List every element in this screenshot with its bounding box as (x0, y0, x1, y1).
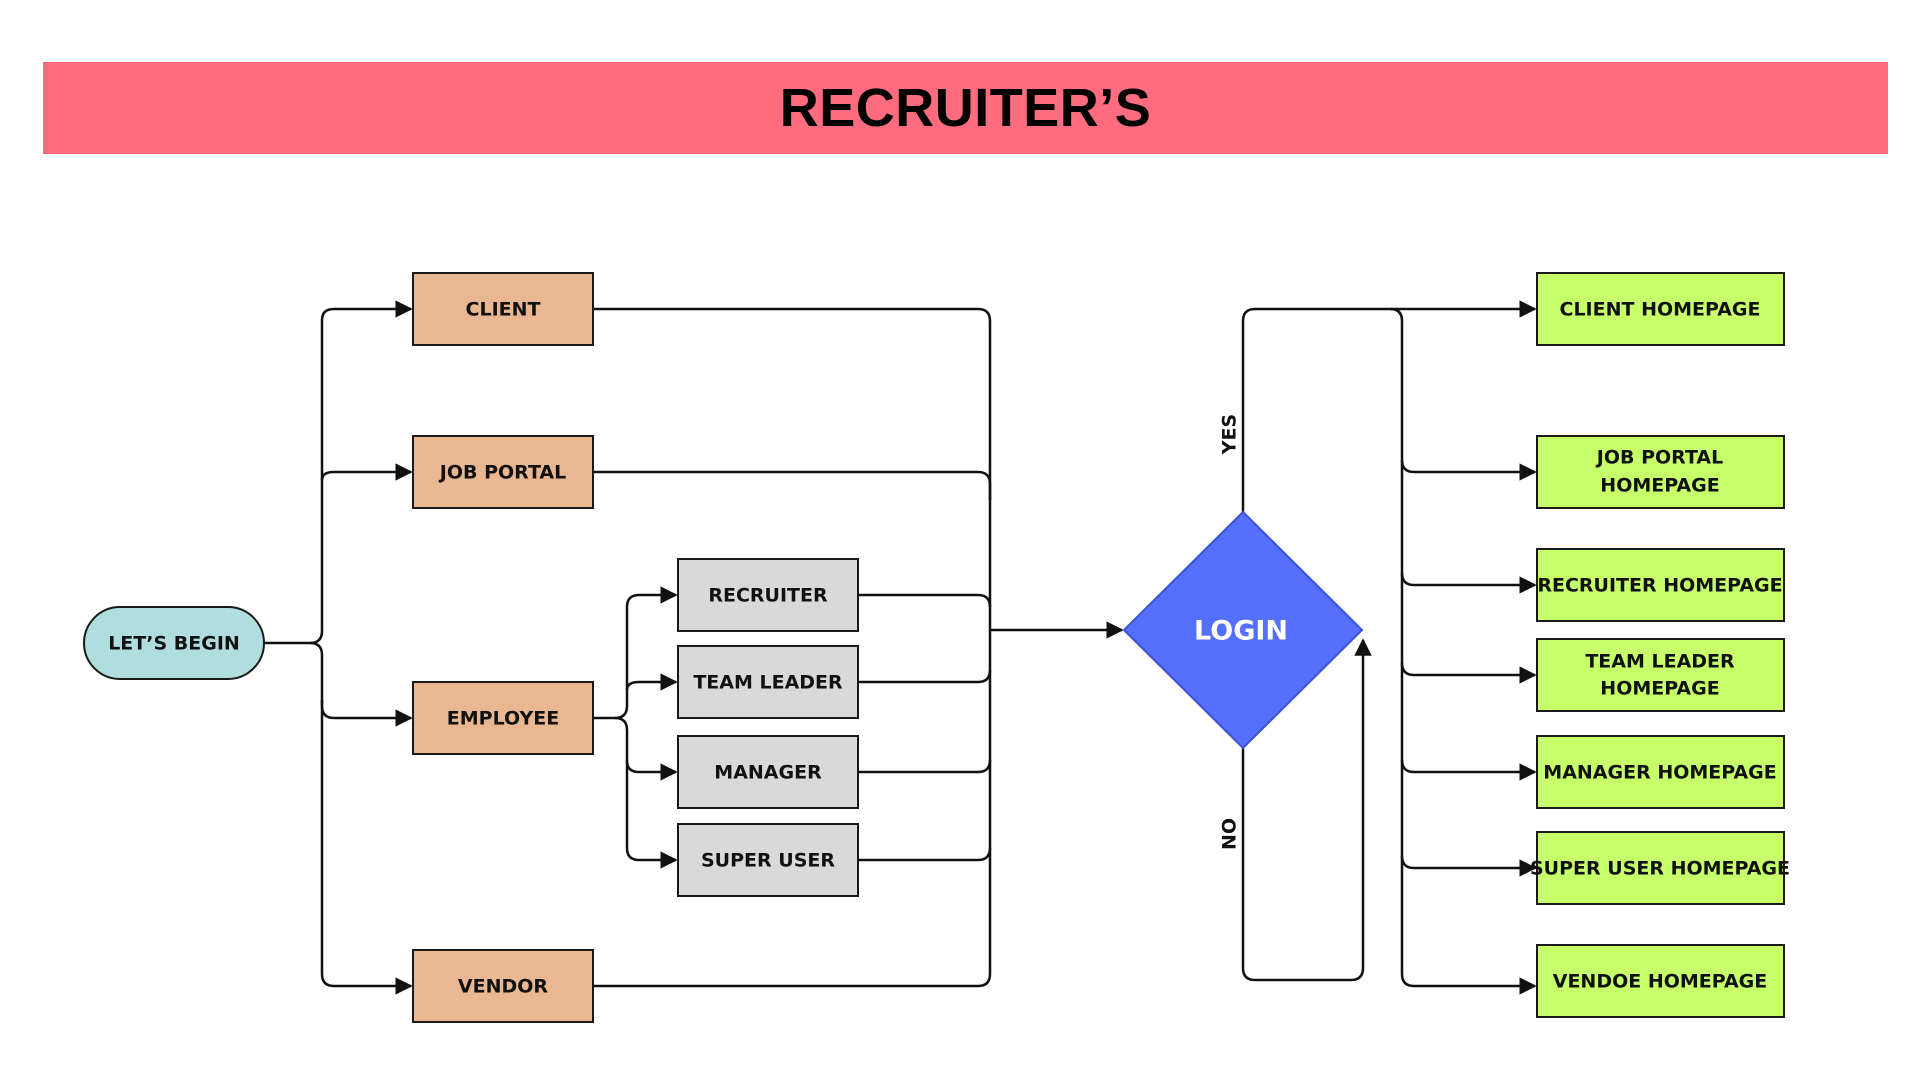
connector-to-vendor (320, 700, 413, 995)
connector-to-manager (614, 716, 678, 781)
node-job-portal-homepage: JOB PORTAL HOMEPAGE (1536, 435, 1785, 509)
node-team-leader-homepage: TEAM LEADER HOMEPAGE (1536, 638, 1785, 712)
team-leader-homepage-line2: HOMEPAGE (1600, 678, 1719, 700)
connector-to-recruiter-homepage (1400, 572, 1537, 594)
client-label: CLIENT (466, 299, 541, 321)
connector-manager-to-bus (858, 759, 992, 774)
node-manager: MANAGER (677, 735, 859, 809)
connectors (265, 300, 1537, 995)
node-vendor-homepage: VENDOE HOMEPAGE (1536, 944, 1785, 1018)
connector-no-loop (1241, 638, 1372, 982)
no-label: NO (1219, 818, 1241, 850)
connector-to-manager-homepage (1400, 759, 1537, 781)
node-recruiter: RECRUITER (677, 558, 859, 632)
node-vendor: VENDOR (412, 949, 594, 1023)
yes-label: YES (1219, 414, 1241, 455)
super-user-label: SUPER USER (701, 850, 835, 872)
team-leader-label: TEAM LEADER (693, 672, 843, 694)
super-user-homepage-label: SUPER USER HOMEPAGE (1530, 858, 1790, 880)
node-super-user: SUPER USER (677, 823, 859, 897)
node-super-user-homepage: SUPER USER HOMEPAGE (1530, 831, 1790, 905)
connector-yes (1241, 307, 1537, 995)
recruiter-homepage-label: RECRUITER HOMEPAGE (1537, 575, 1782, 597)
connector-to-super-user (625, 760, 678, 869)
start-label: LET’S BEGIN (108, 633, 240, 655)
title-banner: RECRUITER’S (43, 62, 1888, 154)
recruiter-label: RECRUITER (708, 585, 828, 607)
login-label: LOGIN (1194, 616, 1288, 647)
connector-to-employee (309, 641, 413, 727)
manager-label: MANAGER (714, 762, 822, 784)
node-client-homepage: CLIENT HOMEPAGE (1536, 272, 1785, 346)
start-node: LET’S BEGIN (83, 606, 265, 680)
connector-to-job-portal (320, 463, 413, 481)
connector-to-team-leader (625, 673, 678, 691)
team-leader-homepage-line1: TEAM LEADER (1585, 651, 1735, 673)
node-employee: EMPLOYEE (412, 681, 594, 755)
connector-super-user-to-bus (858, 847, 992, 862)
job-portal-label: JOB PORTAL (438, 462, 566, 484)
connector-start-trunk (265, 300, 413, 645)
node-manager-homepage: MANAGER HOMEPAGE (1536, 735, 1785, 809)
connector-to-job-portal-homepage (1400, 459, 1537, 481)
node-client: CLIENT (412, 272, 594, 346)
node-team-leader: TEAM LEADER (677, 645, 859, 719)
connector-to-super-user-homepage (1400, 855, 1537, 877)
connector-employee-trunk (594, 586, 678, 720)
vendor-label: VENDOR (458, 976, 549, 998)
client-homepage-label: CLIENT HOMEPAGE (1560, 299, 1761, 321)
job-portal-homepage-line1: JOB PORTAL (1595, 447, 1723, 469)
connector-recruiter-to-bus (858, 593, 992, 608)
page-title: RECRUITER’S (779, 78, 1152, 138)
connector-job-portal-to-bus (594, 470, 992, 500)
job-portal-homepage-line2: HOMEPAGE (1600, 475, 1719, 497)
vendor-homepage-label: VENDOE HOMEPAGE (1553, 971, 1768, 993)
connector-to-team-leader-homepage (1400, 662, 1537, 684)
login-decision: LOGIN (1122, 510, 1364, 750)
connector-team-leader-to-bus (858, 669, 992, 684)
connector-client-to-bus (594, 307, 992, 988)
manager-homepage-label: MANAGER HOMEPAGE (1543, 762, 1776, 784)
node-job-portal: JOB PORTAL (412, 435, 594, 509)
node-recruiter-homepage: RECRUITER HOMEPAGE (1536, 548, 1785, 622)
employee-label: EMPLOYEE (447, 708, 559, 730)
